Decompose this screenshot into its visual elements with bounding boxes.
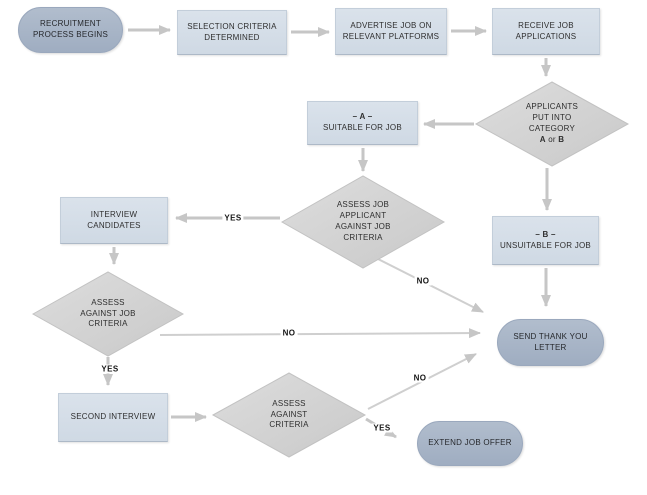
node-selection-criteria: SELECTION CRITERIA DETERMINED [177, 10, 287, 55]
decision-assess-applicant-shape [280, 175, 446, 269]
decision-label: ASSESS JOB APPLICANT AGAINST JOB CRITERI… [335, 200, 391, 242]
node-second-interview: SECOND INTERVIEW [58, 393, 168, 442]
node-title: – A – [352, 112, 373, 122]
decision-label: APPLICANTS PUT INTO CATEGORY [525, 102, 579, 133]
node-label: EXTEND JOB OFFER [428, 438, 512, 448]
node-recruitment-begins: RECRUITMENT PROCESS BEGINS [18, 7, 123, 53]
decision-category-ab: A or B [539, 134, 565, 144]
node-label: RECEIVE JOB APPLICATIONS [515, 20, 577, 41]
node-label: UNSUITABLE FOR JOB [499, 240, 592, 250]
decision-assess-criteria-shape [211, 372, 367, 458]
node-label: SECOND INTERVIEW [70, 412, 156, 422]
node-extend-job-offer: EXTEND JOB OFFER [417, 421, 523, 466]
node-title: – B – [535, 229, 556, 239]
edge-label-no-assess-job: NO [280, 328, 298, 338]
decision-categorize-shape [474, 81, 630, 167]
node-label: ADVERTISE JOB ON RELEVANT PLATFORMS [342, 20, 440, 41]
node-label: INTERVIEW CANDIDATES [87, 209, 141, 230]
edge-label-yes-second: YES [99, 364, 121, 374]
node-advertise-job: ADVERTISE JOB ON RELEVANT PLATFORMS [335, 8, 447, 55]
arrow-assessjob-no-to-thankyou [159, 328, 481, 339]
edge-label-yes-interview: YES [222, 213, 244, 223]
decision-categorize-label: APPLICANTS PUT INTO CATEGORY A or B [486, 88, 618, 160]
node-label: SELECTION CRITERIA DETERMINED [187, 21, 277, 42]
decision-assess-job-label: ASSESS AGAINST JOB CRITERIA [48, 278, 168, 350]
node-interview-candidates: INTERVIEW CANDIDATES [60, 197, 168, 244]
decision-assess-job-shape [31, 271, 185, 357]
edge-label-no-applicant: NO [414, 276, 432, 286]
node-label: SEND THANK YOU LETTER [513, 331, 588, 352]
node-label: SUITABLE FOR JOB [323, 123, 402, 132]
node-unsuitable-b: – B – UNSUITABLE FOR JOB [492, 216, 599, 265]
node-label: RECRUITMENT PROCESS BEGINS [32, 19, 109, 39]
edge-label-yes-offer: YES [371, 423, 393, 433]
node-send-thank-you: SEND THANK YOU LETTER [497, 319, 604, 366]
decision-assess-applicant-label: ASSESS JOB APPLICANT AGAINST JOB CRITERI… [303, 182, 423, 262]
decision-assess-criteria-label: ASSESS AGAINST CRITERIA [229, 379, 349, 451]
edge-label-no-assess-criteria: NO [411, 373, 429, 383]
decision-label: ASSESS AGAINST CRITERIA [269, 398, 309, 430]
node-suitable-a: – A – SUITABLE FOR JOB [307, 101, 418, 145]
decision-label: ASSESS AGAINST JOB CRITERIA [80, 297, 136, 329]
node-receive-applications: RECEIVE JOB APPLICATIONS [492, 8, 600, 55]
